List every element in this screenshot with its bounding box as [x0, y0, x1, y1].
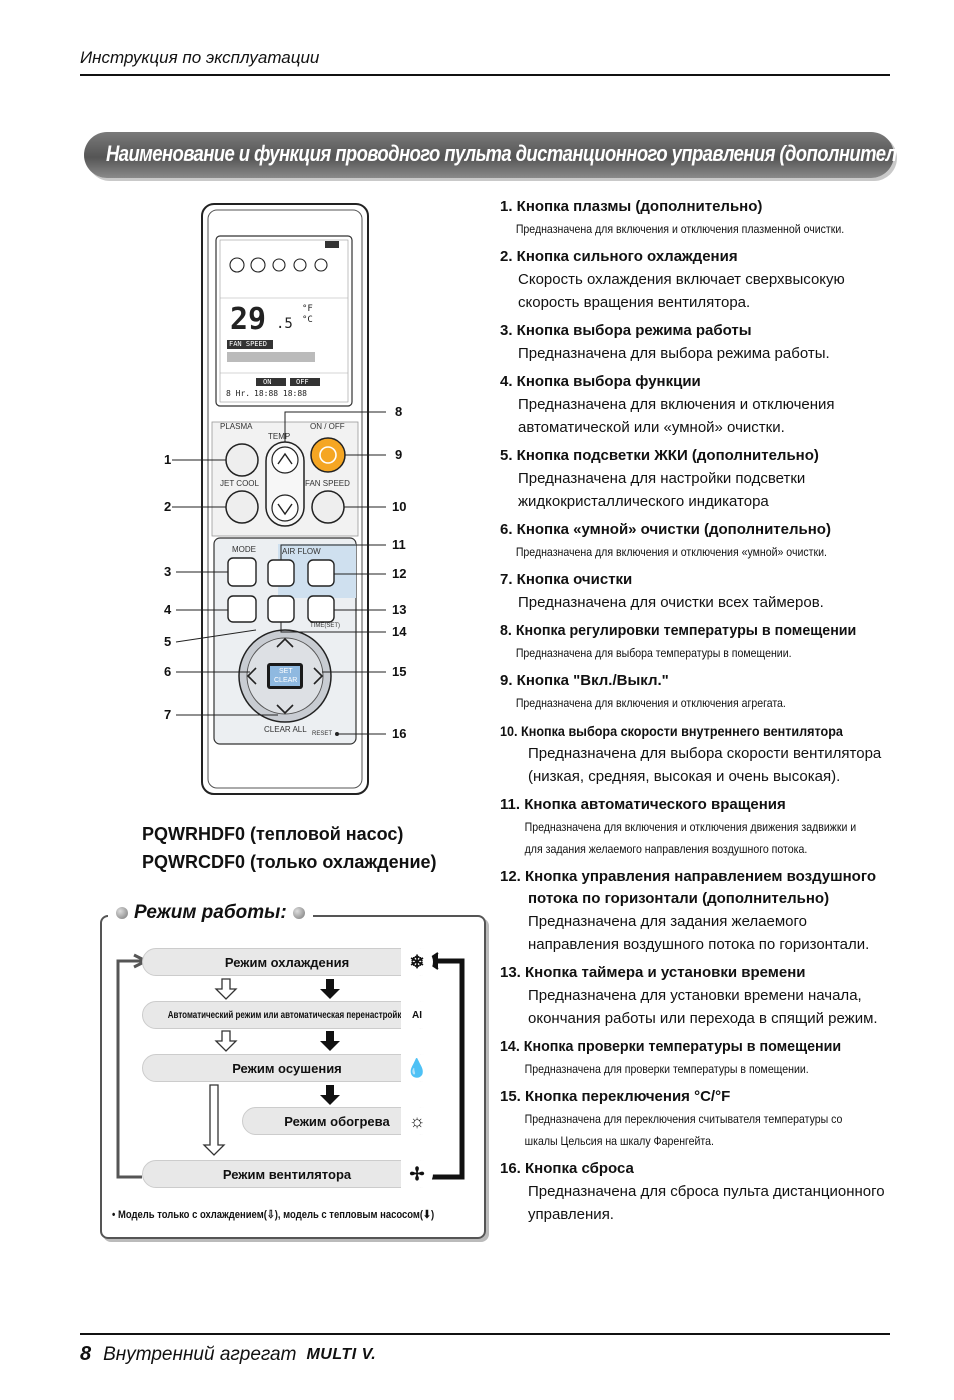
fan-icon: ✢: [401, 1160, 433, 1188]
lcd-off: OFF: [296, 378, 309, 386]
callout-5: 5: [164, 634, 172, 649]
mode-dry: Режим осушения 💧: [142, 1054, 433, 1082]
label-set: SET: [279, 668, 293, 675]
callout-3: 3: [164, 564, 172, 579]
lcd-temperature: 29: [230, 302, 267, 337]
brand-logo: MULTI V.: [306, 1345, 377, 1363]
callout-15: 15: [392, 664, 407, 679]
button-descriptions: 1. Кнопка плазмы (дополнительно)Предназн…: [500, 196, 900, 1232]
auto-ai-icon: AI: [401, 1001, 433, 1029]
running-header: Инструкция по эксплуатации: [80, 48, 890, 76]
lcd-time: 18:88 18:88: [254, 389, 307, 398]
label-plasma: PLASMA: [220, 422, 253, 431]
mode-heat: Режим обогрева ☼: [242, 1107, 433, 1135]
list-item: 9. Кнопка "Вкл./Выкл."Предназначена для …: [500, 672, 786, 710]
section-title: Наименование и функция проводного пульта…: [106, 141, 934, 166]
lcd-unit-c: °C: [302, 315, 313, 325]
mode-fan: Режим вентилятора ✢: [142, 1160, 433, 1188]
bullet-icon: [292, 907, 305, 919]
remote-body-drawing: [172, 203, 386, 795]
model-cooling-only: PQWRCDF0 (только охлаждение): [142, 852, 437, 872]
list-item: 1. Кнопка плазмы (дополнительно)Предназн…: [500, 198, 845, 236]
header-title: Инструкция по эксплуатации: [80, 48, 320, 67]
list-item: 8. Кнопка регулировки температуры в поме…: [500, 622, 857, 660]
callout-16: 16: [392, 726, 407, 741]
mode-cooling: Режим охлаждения ❄: [142, 948, 433, 976]
section-banner: Наименование и функция проводного пульта…: [84, 132, 934, 178]
list-item: 12. Кнопка управления направлением возду…: [500, 868, 877, 953]
modes-title: Режим работы:: [108, 902, 313, 924]
lcd-temperature-decimal: .5: [276, 316, 293, 332]
label-clear-all: CLEAR ALL: [264, 725, 307, 734]
label-mode: MODE: [232, 545, 256, 554]
remote-illustration: 29 .5 °F °C FAN SPEED ON OFF 8 Hr. 18:88…: [160, 198, 422, 808]
lcd-hours: 8 Hr.: [226, 389, 251, 398]
list-item: 5. Кнопка подсветки ЖКИ (дополнительно)П…: [500, 447, 819, 510]
label-time-set: TIME(SET): [310, 623, 340, 629]
list-item: 14. Кнопка проверки температуры в помеще…: [500, 1038, 842, 1076]
mode-auto: Автоматический режим или автоматическая …: [142, 1001, 433, 1029]
list-item: 6. Кнопка «умной» очистки (дополнительно…: [500, 521, 831, 559]
list-item: 10. Кнопка выбора скорости внутреннего в…: [500, 723, 882, 785]
modes-box: Режим охлаждения ❄ Автоматический режим …: [100, 915, 486, 1239]
model-list: PQWRHDF0 (тепловой насос) PQWRCDF0 (толь…: [142, 820, 437, 876]
bullet-icon: [116, 907, 128, 919]
modes-note: • Модель только с охлаждением(⇩), модель…: [112, 1209, 435, 1221]
sun-icon: ☼: [401, 1107, 433, 1135]
callout-14: 14: [392, 624, 407, 639]
lcd-on: ON: [263, 378, 272, 386]
lcd-fan-speed: FAN SPEED: [229, 340, 267, 348]
callout-1: 1: [164, 452, 172, 467]
callout-13: 13: [392, 602, 407, 617]
label-air-flow: AIR FLOW: [282, 547, 321, 556]
callout-9: 9: [395, 447, 403, 462]
label-reset: RESET: [312, 731, 333, 737]
callout-10: 10: [392, 499, 407, 514]
page-footer: 8 Внутренний агрегат MULTI V.: [80, 1333, 890, 1366]
label-clear: CLEAR: [274, 677, 298, 684]
page-number: 8: [80, 1343, 92, 1365]
callout-6: 6: [164, 664, 172, 679]
callout-7: 7: [164, 707, 172, 722]
label-fan-speed: FAN SPEED: [305, 479, 350, 488]
callout-12: 12: [392, 566, 407, 581]
snowflake-icon: ❄: [401, 948, 433, 976]
footer-label: Внутренний агрегат: [103, 1343, 297, 1365]
label-jet-cool: JET COOL: [220, 479, 259, 488]
modes-flow-arrows: [116, 952, 465, 1180]
model-heat-pump: PQWRHDF0 (тепловой насос): [142, 824, 404, 844]
callout-11: 11: [392, 537, 406, 552]
callout-8: 8: [395, 404, 403, 419]
label-on-off: ON / OFF: [310, 422, 345, 431]
callout-4: 4: [164, 602, 172, 617]
lcd-unit-f: °F: [302, 304, 313, 314]
droplet-icon: 💧: [401, 1054, 433, 1082]
label-temp: TEMP: [268, 432, 291, 441]
callout-2: 2: [164, 499, 172, 514]
